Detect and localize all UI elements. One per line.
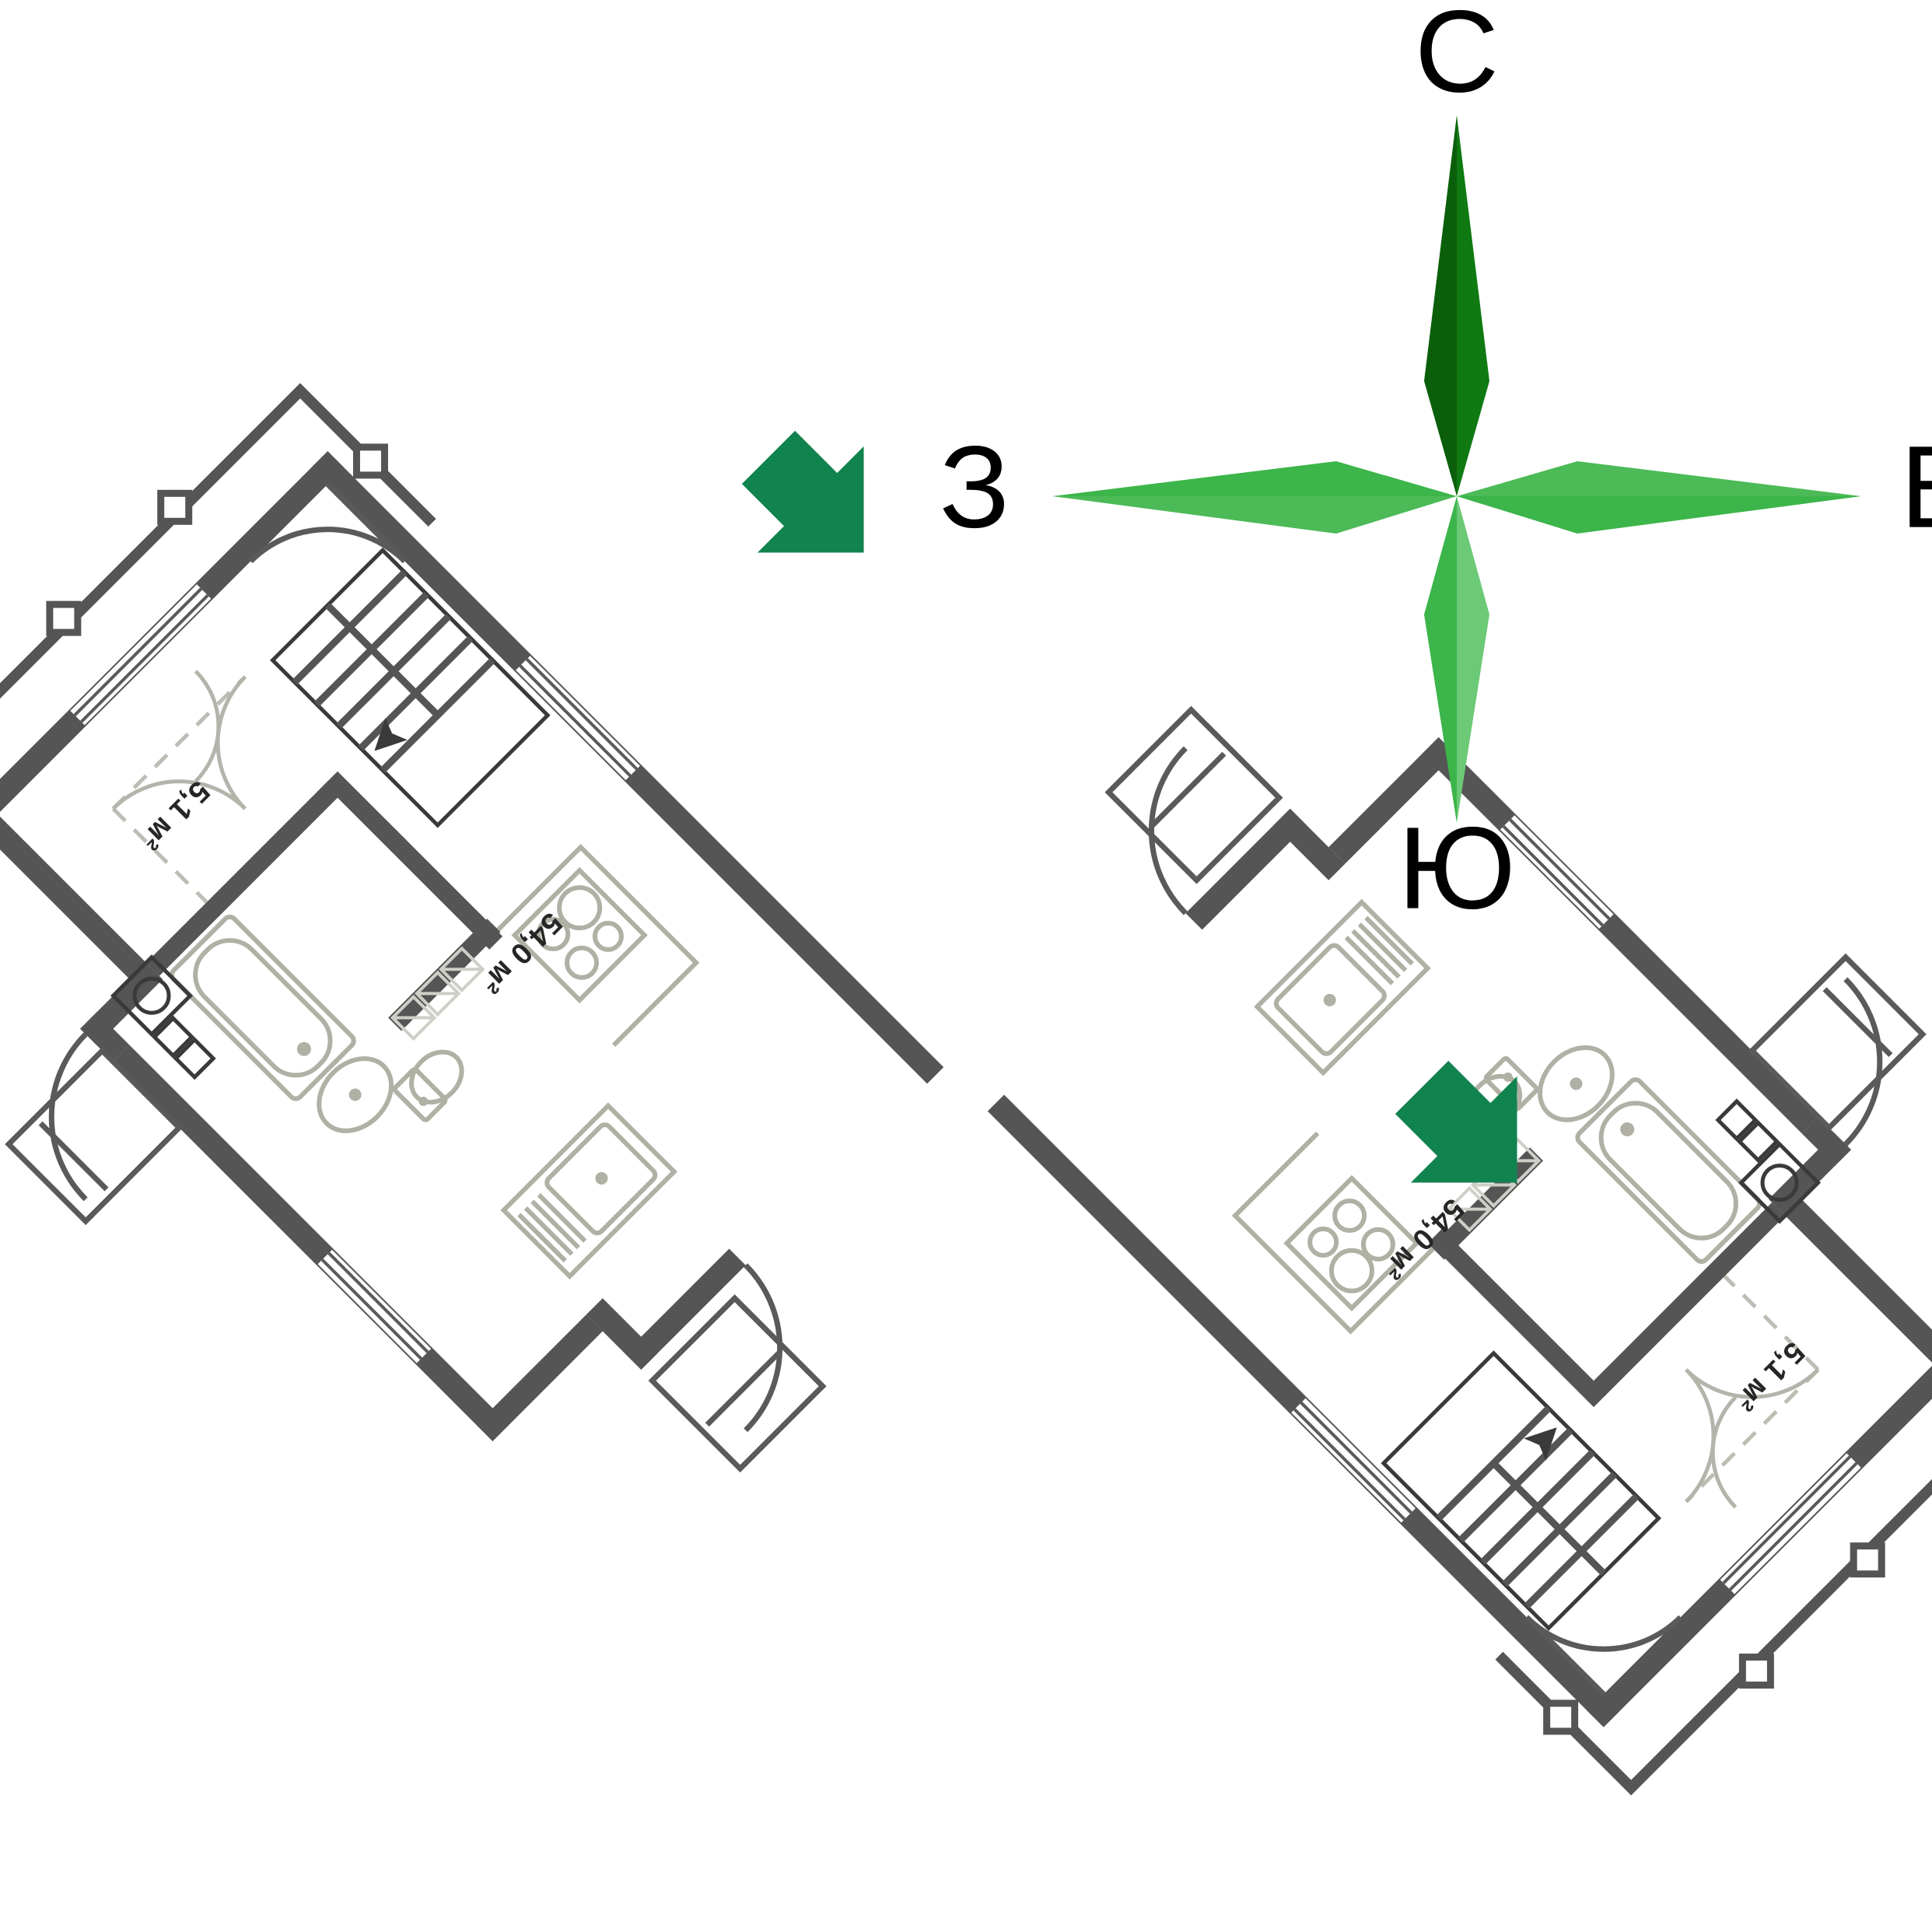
balcony-door-swing-top-left: [48, 1032, 88, 1202]
compass-label-north: С: [1415, 0, 1499, 117]
entrance-arrow-unit-right[interactable]: [1369, 1034, 1570, 1236]
kitchen-sink-unit-left: [500, 1102, 678, 1280]
compass-arm-south: [1424, 496, 1489, 823]
stair-direction-arrow: [374, 718, 408, 751]
compass-label-east: В: [1900, 422, 1932, 552]
balcony-door-swing-bottom-right: [1148, 746, 1188, 915]
compass-label-west: З: [940, 422, 1010, 552]
apartment-unit-right[interactable]: 54,0 м² 5,1 м²: [858, 506, 1932, 1820]
balcony-bottom-unit-right: [1104, 705, 1283, 884]
compass-arm-west: [1052, 461, 1457, 534]
interior-partition-hints-unit-left: [111, 675, 247, 904]
railing-posts-unit-left: [46, 443, 388, 636]
wall-cabinet-pattern-unit-left: [390, 946, 485, 1041]
porch-railing-unit-right: [1495, 1465, 1932, 1796]
balcony-door-swing-top-right: [1843, 977, 1883, 1146]
balcony-bottom-unit-left: [648, 1294, 827, 1473]
entrance-door-unit-right[interactable]: [1524, 1540, 1683, 1696]
appliance-icons-unit-right: [1715, 1098, 1822, 1224]
staircase-unit-left: [270, 547, 551, 828]
entrance-door-unit-left[interactable]: [248, 482, 407, 639]
kitchen-sink-unit-right: [1254, 898, 1431, 1076]
kitchen-unit-left: [496, 844, 700, 1047]
compass-label-south: Ю: [1398, 803, 1516, 933]
closet-doors-unit-right: [1685, 1368, 1820, 1509]
entrance-arrow-unit-left[interactable]: [716, 404, 917, 606]
compass-arm-north: [1424, 115, 1489, 496]
kitchen-unit-right: [1231, 1131, 1435, 1335]
compass-arm-east: [1457, 461, 1861, 534]
interior-partition-hints-unit-right: [1685, 1275, 1820, 1503]
windows-unit-left: [70, 584, 640, 1363]
compass-rose: С З В Ю: [940, 0, 1932, 933]
closet-doors-unit-left: [111, 670, 247, 810]
staircase-unit-right: [1381, 1350, 1662, 1631]
apartment-unit-left[interactable]: 54,0 м² 5,1 м²: [0, 359, 1073, 1672]
bathroom-fixtures-unit-left: [169, 914, 464, 1133]
windows-unit-right: [1291, 815, 1861, 1594]
appliance-icons-unit-left: [110, 954, 216, 1080]
railing-posts-unit-right: [1543, 1542, 1885, 1735]
balcony-door-swing-bottom-left: [744, 1263, 783, 1433]
porch-railing-unit-left: [0, 383, 436, 714]
